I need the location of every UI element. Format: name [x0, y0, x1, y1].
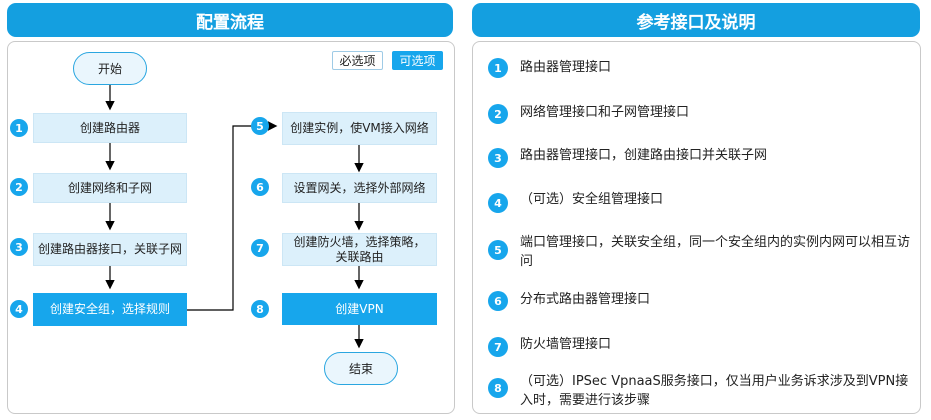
step-number-4: 4 [10, 300, 28, 318]
ref-text-6: 分布式路由器管理接口 [520, 292, 651, 307]
ref-text-8: （可选）IPSec VpnaaS服务接口，仅当用户业务诉求涉及到VPN接入时，需… [520, 374, 909, 408]
step-number-1: 1 [10, 119, 28, 137]
ref-number-4: 4 [488, 193, 508, 213]
ref-number-1: 1 [488, 58, 508, 78]
step-box-1: 创建路由器 [33, 113, 187, 143]
step-number-3: 3 [10, 238, 28, 256]
step-box-8: 创建VPN [282, 293, 437, 325]
step-number-2: 2 [10, 178, 28, 196]
right-header: 参考接口及说明 [472, 3, 920, 37]
ref-text-3: 路由器管理接口，创建路由接口并关联子网 [520, 148, 768, 163]
ref-text-1: 路由器管理接口 [520, 60, 612, 75]
reference-panel [472, 41, 921, 414]
left-header-title: 配置流程 [196, 12, 264, 33]
step-box-6: 设置网关，选择外部网络 [282, 173, 437, 203]
left-header: 配置流程 [7, 3, 453, 37]
step-box-7: 创建防火墙，选择策略，关联路由 [282, 233, 437, 266]
legend-required: 必选项 [332, 51, 383, 70]
ref-number-7: 7 [488, 337, 508, 357]
step-number-5: 5 [251, 117, 269, 135]
ref-text-5: 端口管理接口，关联安全组，同一个安全组内的实例内网可以相互访问 [520, 235, 911, 269]
ref-text-7: 防火墙管理接口 [520, 337, 612, 352]
flow-end: 结束 [324, 352, 398, 385]
flow-start: 开始 [73, 52, 147, 85]
step-box-4: 创建安全组，选择规则 [33, 293, 187, 326]
step-box-2: 创建网络和子网 [33, 173, 187, 203]
step-box-3: 创建路由器接口，关联子网 [33, 233, 187, 266]
legend-optional: 可选项 [392, 51, 443, 70]
ref-text-2: 网络管理接口和子网管理接口 [520, 105, 690, 120]
ref-text-4: （可选）安全组管理接口 [520, 192, 664, 207]
step-number-8: 8 [251, 300, 269, 318]
ref-number-2: 2 [488, 104, 508, 124]
ref-number-8: 8 [488, 378, 508, 398]
ref-number-6: 6 [488, 291, 508, 311]
ref-number-5: 5 [488, 240, 508, 260]
step-box-5: 创建实例，使VM接入网络 [282, 112, 437, 145]
right-header-title: 参考接口及说明 [636, 12, 756, 33]
ref-number-3: 3 [488, 148, 508, 168]
step-number-7: 7 [251, 239, 269, 257]
step-number-6: 6 [251, 178, 269, 196]
